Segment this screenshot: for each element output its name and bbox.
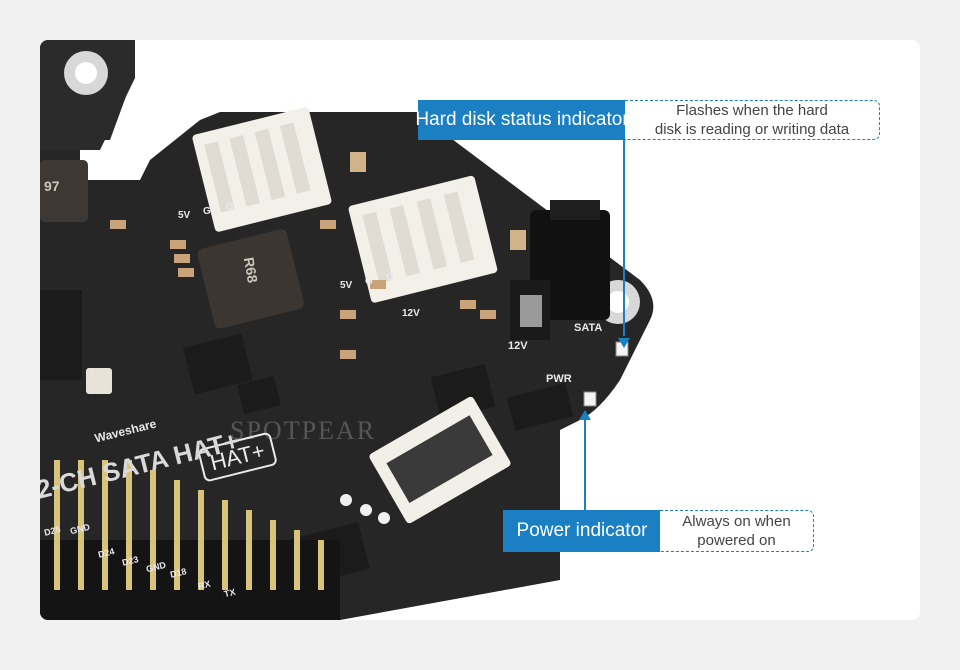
fan-connector-1 <box>192 107 332 232</box>
watermark: SPOTPEAR <box>230 416 377 445</box>
gpio-pins <box>54 460 324 590</box>
silk-pwr-label: PWR <box>546 373 572 385</box>
silk-inductor-mark-2: 97 <box>44 178 60 194</box>
silk-fan1-pin-3: G <box>226 202 234 213</box>
hdd-indicator-label: Hard disk status indicator <box>415 100 629 140</box>
hdd-indicator-description: Flashes when the hard disk is reading or… <box>625 100 880 140</box>
inductor-r68 <box>197 229 305 329</box>
chip-3 <box>430 363 496 421</box>
hdd-desc-line-2: disk is reading or writing data <box>654 121 850 138</box>
silk-fan1-pin-1: 5V <box>178 210 191 221</box>
pcb-main <box>40 100 654 620</box>
silk-fan1-pin-2: G <box>203 206 211 217</box>
dc-barrel-jack <box>510 200 610 340</box>
gpio-header-base <box>40 540 340 620</box>
chip-4 <box>506 383 574 431</box>
chip-2 <box>236 375 282 415</box>
fan-connector-2 <box>348 175 498 303</box>
pcb-top-arm <box>40 40 135 150</box>
inductor-left <box>40 160 88 222</box>
pwr-led <box>583 391 597 407</box>
fpc-connector <box>369 396 511 524</box>
power-leader-line <box>584 418 586 510</box>
silk-fan2-pin-2: G <box>365 276 373 287</box>
crystal <box>86 368 112 394</box>
power-desc-line-1: Always on when <box>682 513 791 530</box>
product-image-card: R68 97 5V G G 5V G G 12V 12V SATA PWR Wa… <box>40 40 920 620</box>
silk-fan2-pin-4: 12V <box>402 308 420 319</box>
power-indicator-label: Power indicator <box>503 510 661 552</box>
hdd-leader-line <box>623 140 625 336</box>
power-leader-arrow <box>579 410 591 420</box>
silk-dc-label: 12V <box>508 340 528 352</box>
smd-components <box>110 152 526 359</box>
sata-led <box>615 341 629 357</box>
power-indicator-description: Always on when powered on <box>660 510 814 552</box>
hdd-leader-arrow <box>618 338 630 348</box>
chip-1 <box>183 333 253 395</box>
silk-fan2-pin-3: G <box>386 272 394 283</box>
silk-fan2-pin-1: 5V <box>340 280 353 291</box>
pcb-board-illustration <box>40 40 654 620</box>
hdd-desc-line-1: Flashes when the hard <box>676 102 828 119</box>
power-desc-line-2: powered on <box>697 532 776 549</box>
silk-sata-label: SATA <box>574 322 603 334</box>
chip-left <box>40 290 82 380</box>
